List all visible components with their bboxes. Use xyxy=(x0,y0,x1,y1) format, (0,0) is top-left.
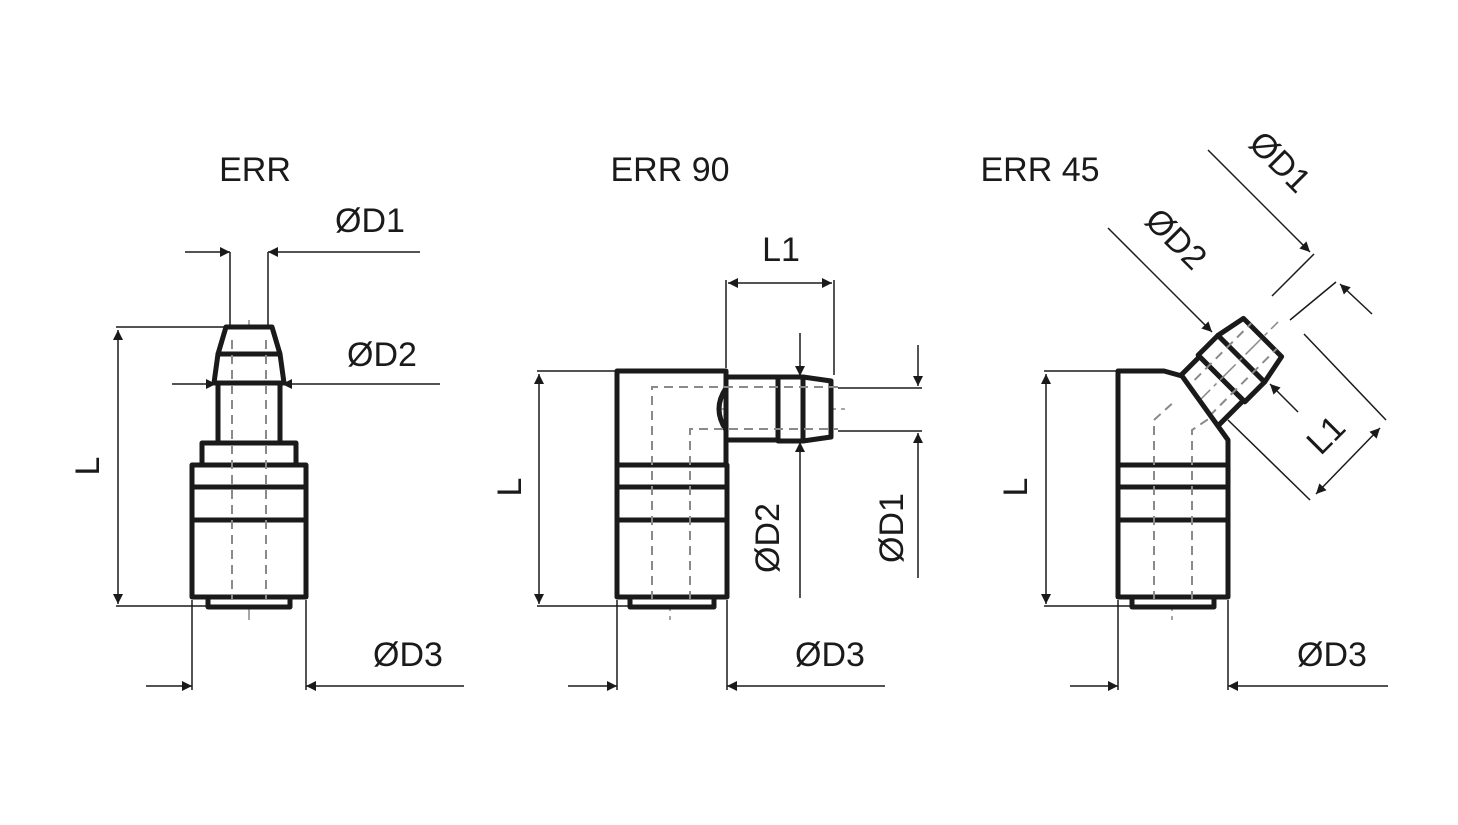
elbow-head xyxy=(614,368,729,468)
dim-label-d1: ØD1 xyxy=(873,493,911,563)
barb-tip xyxy=(800,374,834,444)
view-err-straight: ERR ØD1 ØD2 xyxy=(69,151,464,691)
dim-label-l1: L1 xyxy=(762,231,800,269)
dim-d1: ØD1 xyxy=(185,202,420,325)
fitting-elbow-90 xyxy=(614,368,838,610)
dim-label-d2: ØD2 xyxy=(1138,201,1214,277)
fitting-straight xyxy=(189,324,309,610)
dim-label-d1: ØD1 xyxy=(335,202,405,240)
dim-length: L xyxy=(997,370,1132,607)
dim-label-d3: ØD3 xyxy=(795,636,865,674)
dim-d1: ØD1 xyxy=(838,345,923,578)
dim-length: L xyxy=(491,370,630,607)
release-ring xyxy=(205,594,293,610)
dim-d2: ØD2 xyxy=(749,333,805,598)
dim-d2: ØD2 xyxy=(172,336,440,389)
view-title-err-45: ERR 45 xyxy=(980,151,1099,189)
dim-label-l1: L1 xyxy=(1299,408,1353,462)
dim-label-length: L xyxy=(69,457,107,476)
dim-label-d2: ØD2 xyxy=(749,503,787,573)
hose-stem xyxy=(215,380,283,446)
release-ring xyxy=(627,594,717,610)
dim-d3: ØD3 xyxy=(568,600,885,691)
dim-label-d2: ØD2 xyxy=(347,336,417,374)
dim-label-length: L xyxy=(997,478,1035,497)
centerline xyxy=(1143,321,1279,457)
dim-d3: ØD3 xyxy=(1070,600,1388,691)
view-title-err: ERR xyxy=(219,151,291,189)
view-err-90: ERR 90 L1 xyxy=(491,151,923,691)
dim-l1: L1 xyxy=(725,231,835,375)
barb-tip xyxy=(215,324,283,357)
hidden-bore-line xyxy=(651,386,838,600)
hidden-bore-line xyxy=(1191,417,1211,600)
view-title-err-90: ERR 90 xyxy=(610,151,729,189)
view-err-45: ERR 45 xyxy=(980,124,1388,691)
hidden-bore-line xyxy=(689,428,838,600)
dim-label-d3: ØD3 xyxy=(1297,636,1367,674)
dim-d1: ØD1 xyxy=(1207,124,1373,321)
release-ring xyxy=(1129,594,1217,610)
dim-label-d3: ØD3 xyxy=(373,636,443,674)
dim-label-d1: ØD1 xyxy=(1242,124,1318,200)
barb-ring xyxy=(211,351,287,386)
hidden-bore-line xyxy=(1153,399,1177,600)
dim-d3: ØD3 xyxy=(146,600,464,691)
dim-label-length: L xyxy=(491,478,529,497)
dim-length: L xyxy=(69,326,226,607)
fitting-elbow-45 xyxy=(1115,315,1285,610)
collar xyxy=(199,440,299,468)
